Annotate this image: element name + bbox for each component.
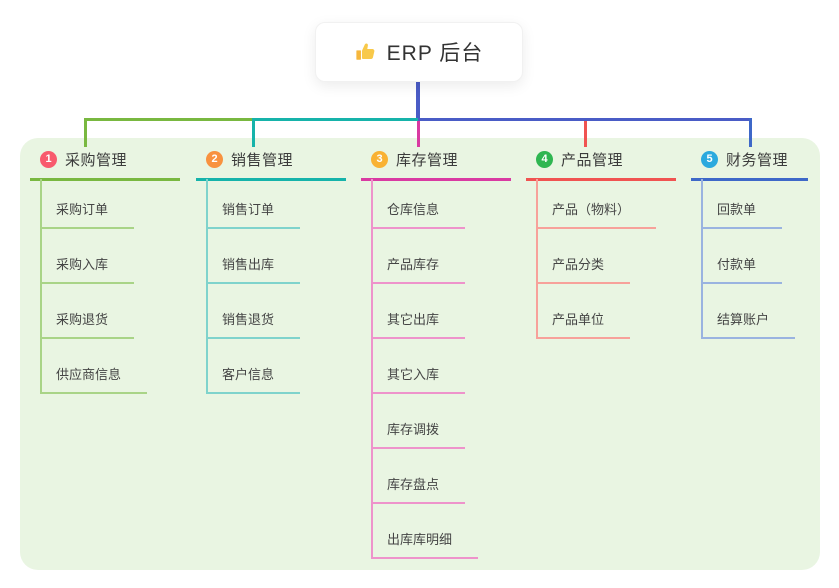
branch-inventory-children: 仓库信息 产品库存 其它出库 其它入库 库存调拨 库存盘点 出库库明细 <box>371 179 479 559</box>
bus-line-indigo <box>418 118 752 121</box>
node-product-category[interactable]: 产品分类 <box>536 257 631 284</box>
badge-2-icon: 2 <box>206 151 223 168</box>
branch-header-inventory[interactable]: 3 库存管理 <box>361 145 511 181</box>
node-other-outbound[interactable]: 其它出库 <box>371 312 466 339</box>
branch-title: 销售管理 <box>231 152 294 169</box>
node-warehouse-info[interactable]: 仓库信息 <box>371 202 466 229</box>
node-purchase-order[interactable]: 采购订单 <box>40 202 135 229</box>
node-supplier-info[interactable]: 供应商信息 <box>40 367 148 394</box>
node-outbound-detail[interactable]: 出库库明细 <box>371 532 479 559</box>
branch-header-purchase[interactable]: 1 采购管理 <box>30 145 180 181</box>
branch-finance-children: 回款单 付款单 结算账户 <box>701 179 796 339</box>
node-stock-transfer[interactable]: 库存调拨 <box>371 422 466 449</box>
badge-5-icon: 5 <box>701 151 718 168</box>
branch-title: 采购管理 <box>65 152 128 169</box>
node-purchase-return[interactable]: 采购退货 <box>40 312 135 339</box>
branch-header-finance[interactable]: 5 财务管理 <box>691 145 808 181</box>
root-connector-line <box>416 82 420 119</box>
branch-title: 产品管理 <box>561 152 624 169</box>
bus-line-green <box>85 118 253 121</box>
node-product-material[interactable]: 产品（物料） <box>536 202 657 229</box>
branch-title: 财务管理 <box>726 152 789 169</box>
branch-header-product[interactable]: 4 产品管理 <box>526 145 676 181</box>
branch-sales-children: 销售订单 销售出库 销售退货 客户信息 <box>206 179 301 394</box>
branch-title: 库存管理 <box>396 152 459 169</box>
branch-1-drop-line <box>84 118 87 147</box>
root-node[interactable]: ERP 后台 <box>315 22 523 82</box>
branch-purchase-children: 采购订单 采购入库 采购退货 供应商信息 <box>40 179 148 394</box>
node-receipt-order[interactable]: 回款单 <box>701 202 783 229</box>
branch-5-drop-line <box>749 118 752 147</box>
node-payment-order[interactable]: 付款单 <box>701 257 783 284</box>
branch-product-children: 产品（物料） 产品分类 产品单位 <box>536 179 657 339</box>
bus-line-teal <box>253 118 418 121</box>
node-sales-order[interactable]: 销售订单 <box>206 202 301 229</box>
node-purchase-inbound[interactable]: 采购入库 <box>40 257 135 284</box>
root-node-title: ERP 后台 <box>386 42 484 65</box>
branch-header-sales[interactable]: 2 销售管理 <box>196 145 346 181</box>
node-product-stock[interactable]: 产品库存 <box>371 257 466 284</box>
branch-4-drop-line <box>584 121 587 147</box>
node-other-inbound[interactable]: 其它入库 <box>371 367 466 394</box>
node-settlement-account[interactable]: 结算账户 <box>701 312 796 339</box>
branch-2-drop-line <box>252 118 255 147</box>
node-sales-outbound[interactable]: 销售出库 <box>206 257 301 284</box>
badge-3-icon: 3 <box>371 151 388 168</box>
node-stock-taking[interactable]: 库存盘点 <box>371 477 466 504</box>
node-sales-return[interactable]: 销售退货 <box>206 312 301 339</box>
branches-board <box>20 138 820 570</box>
badge-4-icon: 4 <box>536 151 553 168</box>
node-product-unit[interactable]: 产品单位 <box>536 312 631 339</box>
thumbs-up-icon <box>355 41 377 63</box>
badge-1-icon: 1 <box>40 151 57 168</box>
node-customer-info[interactable]: 客户信息 <box>206 367 301 394</box>
branch-3-drop-line <box>417 121 420 147</box>
